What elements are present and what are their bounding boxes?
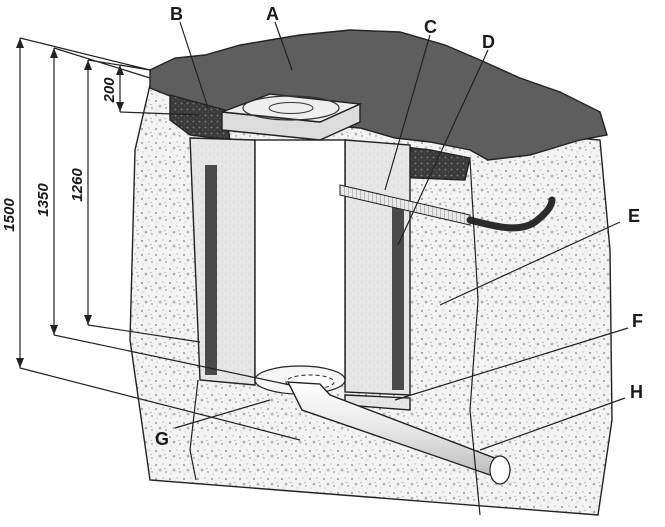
callout-c: C — [424, 17, 437, 37]
leader-e — [439, 221, 621, 306]
grate-ring-inner — [268, 102, 314, 114]
outlet-pipe-end — [489, 455, 511, 485]
drain-pipe-tail — [466, 196, 556, 232]
edge-strip-left — [205, 165, 217, 375]
callout-d: D — [482, 32, 495, 52]
soil-crack-2 — [469, 159, 481, 516]
callout-f: F — [632, 311, 643, 331]
dim-label-1350: 1350 — [35, 183, 52, 217]
concrete-left — [189, 137, 256, 386]
soil-crack — [189, 379, 199, 481]
dim-label-200: 200 — [101, 77, 118, 104]
callout-g: G — [155, 429, 169, 449]
grate-ring — [242, 95, 340, 121]
shaft-pipe — [254, 139, 346, 381]
leader-h — [479, 397, 626, 451]
leader-a — [274, 21, 293, 71]
edge-strip-right — [392, 200, 404, 390]
leader-g — [174, 399, 271, 429]
corrugated-drain-pipe — [339, 184, 471, 226]
gravel-layer — [169, 94, 231, 141]
callout-h: H — [630, 382, 643, 402]
callout-b: B — [170, 4, 183, 24]
leader-f — [394, 327, 629, 401]
dim-label-1500: 1500 — [1, 198, 18, 232]
leader-d — [397, 49, 489, 246]
callout-a: A — [266, 4, 279, 24]
leader-b — [179, 21, 209, 109]
leader-c — [384, 34, 431, 191]
ext-lines — [19, 37, 301, 441]
callout-e: E — [628, 206, 640, 226]
dim-label-1260: 1260 — [69, 168, 86, 202]
asphalt-surface — [149, 29, 608, 161]
